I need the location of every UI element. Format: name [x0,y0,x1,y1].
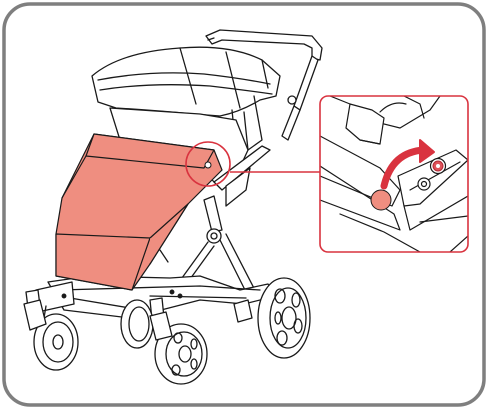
press-stud-attachment-dot [205,162,211,168]
stud-receptacle-icon [431,159,446,174]
wheel-rear-left [121,300,153,348]
press-stud-icon [371,190,391,210]
wheel-rear-right [258,278,310,358]
detail-callout [320,96,468,252]
